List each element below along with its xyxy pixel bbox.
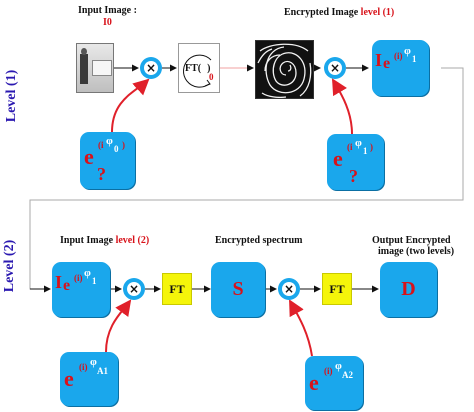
mask2-arrow [331, 78, 353, 135]
mask1-i: (i [98, 140, 104, 150]
mask2-i: (i [347, 142, 353, 152]
input-image-title: Input Image : [78, 5, 137, 16]
level2-label: Level (2) [2, 239, 17, 293]
out1-sub: 1 [412, 54, 417, 64]
maskA2-phi: φ [335, 360, 342, 372]
multiply-node-3: × [123, 278, 145, 300]
level2-input-title: Input Image [60, 235, 114, 246]
mask2-e: e [333, 146, 343, 171]
out1-e: e [383, 55, 391, 72]
mask1-phi: φ [106, 135, 113, 147]
maskA2-sub: A2 [342, 370, 353, 380]
mask2-question: ? [349, 166, 358, 186]
output-d-box: D [380, 262, 437, 317]
mask2-close: ) [370, 142, 373, 152]
level2-input-title-group: Input Image level (2) [60, 235, 149, 246]
photo-head [81, 48, 87, 55]
level2-input-level: level (2) [115, 235, 150, 246]
in2-sub: 1 [92, 276, 97, 286]
encrypted-image-title-group: Encrypted Image level (1) [284, 7, 394, 18]
encrypted-image-title: Encrypted Image [284, 7, 359, 18]
input-photo [76, 43, 114, 93]
spectrum-title: Encrypted spectrum [215, 235, 303, 246]
out1-I: I [375, 50, 383, 70]
mask2-sub: 1 [363, 146, 368, 156]
maskA1-e: e [64, 366, 74, 391]
encrypted-pattern [257, 43, 312, 98]
ft-label-level1: FT() [185, 63, 211, 74]
level2-input-box: I e (i) φ 1 [52, 262, 110, 317]
in2-e: e [63, 277, 71, 294]
mask1-e: e [84, 144, 94, 169]
spectrum-box: S [211, 262, 265, 317]
ft-subscript: 0 [209, 72, 214, 82]
ft-box-2: FT [322, 273, 352, 305]
in2-phi: φ [84, 267, 91, 279]
output-d-label: D [401, 278, 416, 300]
multiply-node-4: × [278, 278, 300, 300]
multiply-node-1: × [140, 57, 162, 79]
mask-phi0-box: e (i φ 0 ) ? [80, 132, 135, 189]
photo-person [80, 54, 88, 84]
ft-box-1: FT [162, 273, 192, 305]
photo-panel [92, 60, 112, 76]
maskA2-arrow [289, 299, 313, 357]
mask1-question: ? [97, 164, 106, 184]
input-image-name: I0 [103, 17, 112, 28]
mask-phi1-box: e (i φ 1 ) ? [327, 134, 384, 190]
output-title-2: image (two levels) [378, 246, 455, 257]
mask1-close: ) [122, 140, 125, 150]
ft-circular-arrow-icon [183, 54, 212, 88]
in2-I: I [55, 272, 63, 292]
mask-A2-box: e (i) φ A2 [305, 356, 363, 410]
mask1-arrow [111, 78, 150, 133]
maskA2-e: e [309, 370, 319, 395]
level1-output-box: I e (i) φ 1 [372, 40, 429, 96]
maskA1-arrow [105, 299, 132, 353]
out1-phi: φ [404, 45, 411, 57]
spectrum-label: S [232, 278, 244, 300]
output-title-1: Output Encrypted [372, 235, 451, 246]
level1-label: Level (1) [4, 69, 19, 123]
mask2-phi: φ [355, 137, 362, 149]
mask-A1-box: e (i) φ A1 [60, 352, 118, 406]
multiply-node-2: × [324, 57, 346, 79]
mask1-sub: 0 [114, 144, 119, 154]
encrypted-image [255, 40, 314, 99]
in2-i: (i) [74, 273, 83, 283]
maskA1-sub: A1 [97, 366, 108, 376]
maskA1-phi: φ [90, 356, 97, 368]
maskA1-i: (i) [79, 362, 88, 372]
maskA2-i: (i) [324, 366, 333, 376]
ft-box-level1: FT() 0 [178, 43, 220, 93]
encrypted-image-level: level (1) [360, 7, 395, 18]
out1-i: (i) [394, 51, 403, 61]
